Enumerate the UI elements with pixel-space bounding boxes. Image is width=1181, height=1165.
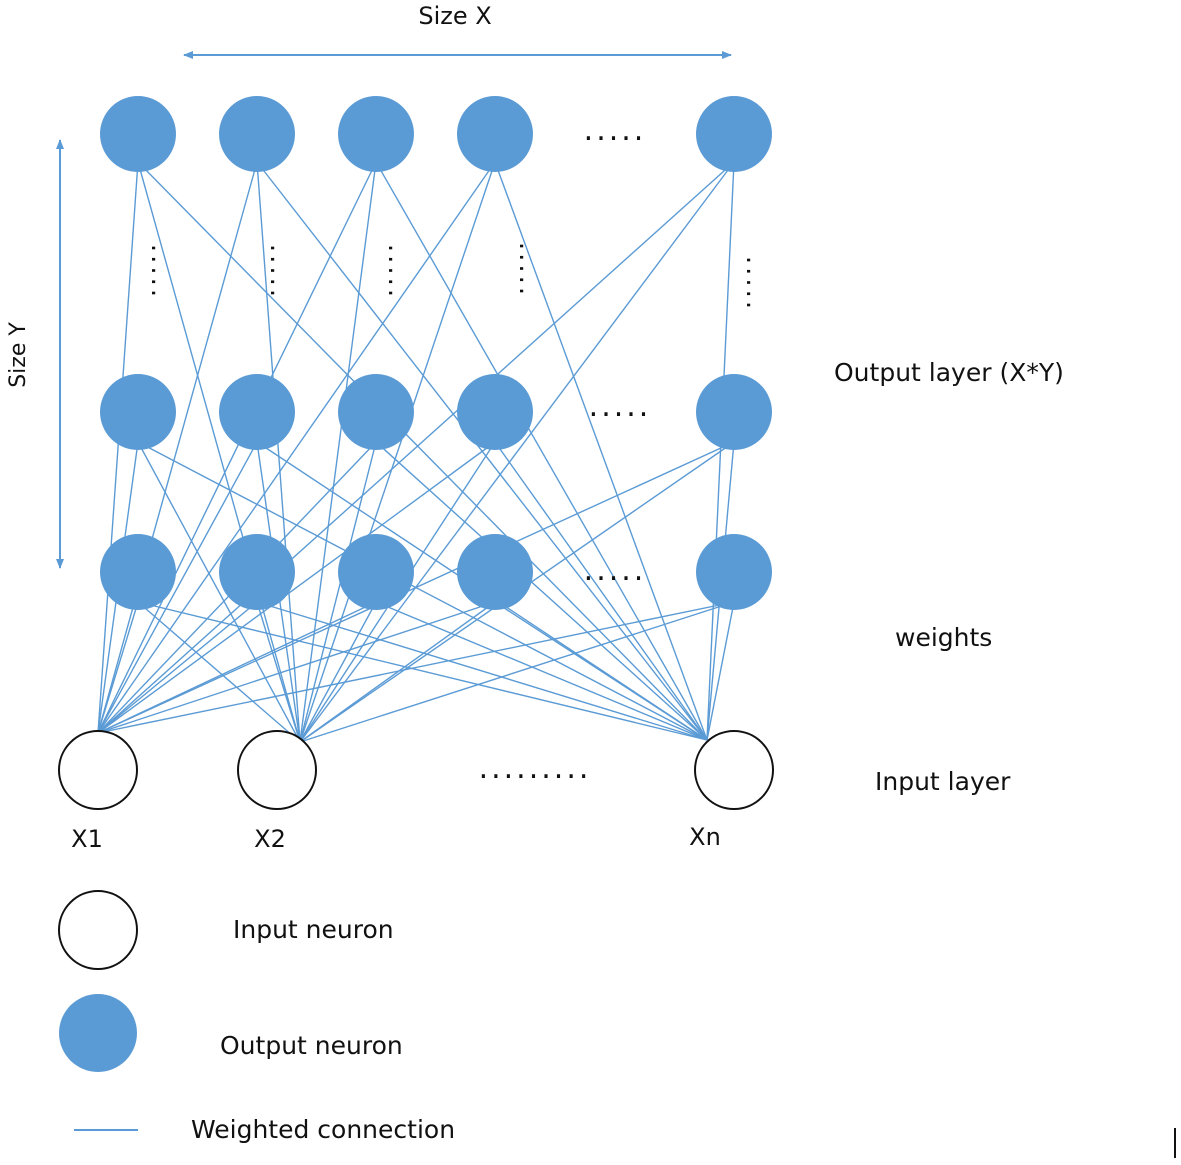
legend: Input neuron Output neuron Weighted conn… bbox=[58, 890, 455, 1144]
input-label-x2: X2 bbox=[254, 825, 286, 853]
input-neuron-x1 bbox=[58, 730, 138, 810]
connection-x2-top-2 bbox=[256, 161, 301, 743]
row-ellipsis-top: ..... bbox=[584, 113, 647, 148]
column-ellipsis-4: ..... bbox=[513, 242, 543, 298]
connection-x3-top-4 bbox=[494, 161, 708, 741]
output-neuron-top-2 bbox=[219, 96, 295, 172]
connection-x3-bottom-1 bbox=[137, 601, 708, 741]
row-ellipsis-middle: ..... bbox=[589, 389, 652, 424]
connection-x3-bottom-4 bbox=[494, 601, 708, 741]
connection-x1-bottom-3 bbox=[97, 601, 377, 734]
connection-x2-top-5 bbox=[299, 161, 735, 743]
connection-x2-top-3 bbox=[299, 161, 377, 743]
input-label-x1: X1 bbox=[71, 825, 103, 853]
column-ellipsis-1: ..... bbox=[145, 244, 175, 300]
connection-x3-middle-1 bbox=[137, 441, 708, 741]
connection-x2-middle-1 bbox=[137, 441, 301, 743]
weights-label: weights bbox=[895, 623, 992, 652]
connection-x2-middle-3 bbox=[299, 441, 377, 743]
connection-x2-top-1 bbox=[137, 161, 301, 743]
output-neuron-middle-3 bbox=[338, 374, 414, 450]
output-layer-label: Output layer (X*Y) bbox=[834, 358, 1064, 387]
connection-x3-middle-3 bbox=[375, 441, 708, 741]
input-neurons bbox=[58, 730, 774, 810]
weighted-connections bbox=[97, 161, 735, 743]
output-neuron-bottom-5 bbox=[696, 534, 772, 610]
output-neuron-top-4 bbox=[457, 96, 533, 172]
connection-x3-bottom-5 bbox=[706, 601, 735, 741]
output-neuron-bottom-4 bbox=[457, 534, 533, 610]
legend-input-neuron-icon bbox=[58, 890, 138, 970]
size-y-label: Size Y bbox=[6, 322, 31, 388]
output-neuron-bottom-2 bbox=[219, 534, 295, 610]
connection-x2-bottom-4 bbox=[299, 601, 496, 743]
legend-connection-label: Weighted connection bbox=[191, 1115, 455, 1144]
size-x-label: Size X bbox=[418, 2, 491, 30]
input-neuron-x2 bbox=[237, 730, 317, 810]
output-neuron-middle-4 bbox=[457, 374, 533, 450]
input-layer-label: Input layer bbox=[875, 767, 1011, 796]
connection-x1-top-1 bbox=[97, 161, 139, 734]
output-neuron-middle-5 bbox=[696, 374, 772, 450]
connection-x3-top-3 bbox=[375, 161, 708, 741]
output-neuron-middle-1 bbox=[100, 374, 176, 450]
legend-output-neuron-label: Output neuron bbox=[220, 1031, 403, 1060]
legend-output-neuron-icon bbox=[59, 994, 137, 1072]
input-ellipsis: ......... bbox=[479, 751, 592, 786]
output-neuron-bottom-3 bbox=[338, 534, 414, 610]
input-neuron-xn bbox=[694, 730, 774, 810]
connection-x3-middle-4 bbox=[494, 441, 708, 741]
connection-x1-top-4 bbox=[97, 161, 496, 734]
output-neuron-middle-2 bbox=[219, 374, 295, 450]
connection-x2-top-4 bbox=[299, 161, 496, 743]
output-neuron-top-1 bbox=[100, 96, 176, 172]
legend-input-neuron-label: Input neuron bbox=[233, 915, 394, 944]
connection-x2-bottom-5 bbox=[299, 601, 735, 743]
connection-x2-bottom-1 bbox=[137, 601, 301, 743]
connection-x2-bottom-2 bbox=[256, 601, 301, 743]
connection-x1-top-5 bbox=[97, 161, 735, 734]
column-ellipsis-3: ..... bbox=[382, 244, 412, 300]
connection-x2-bottom-3 bbox=[299, 601, 377, 743]
connection-x3-top-2 bbox=[256, 161, 708, 741]
connection-x1-top-3 bbox=[97, 161, 377, 734]
connection-x3-bottom-2 bbox=[256, 601, 708, 741]
column-ellipsis-2: ..... bbox=[264, 244, 294, 300]
connection-x1-bottom-2 bbox=[97, 601, 258, 734]
connection-x1-bottom-5 bbox=[97, 601, 735, 734]
connection-x1-top-2 bbox=[97, 161, 258, 734]
output-neuron-top-5 bbox=[696, 96, 772, 172]
row-ellipsis-bottom: ..... bbox=[584, 553, 647, 588]
connection-x1-bottom-1 bbox=[97, 601, 139, 734]
column-ellipsis-5: ..... bbox=[740, 256, 770, 312]
input-label-xn: Xn bbox=[689, 823, 721, 851]
connection-x3-top-5 bbox=[706, 161, 735, 741]
connection-x3-bottom-3 bbox=[375, 601, 708, 741]
output-neuron-top-3 bbox=[338, 96, 414, 172]
output-neuron-bottom-1 bbox=[100, 534, 176, 610]
output-neurons bbox=[100, 96, 772, 610]
connection-x3-top-1 bbox=[137, 161, 708, 741]
